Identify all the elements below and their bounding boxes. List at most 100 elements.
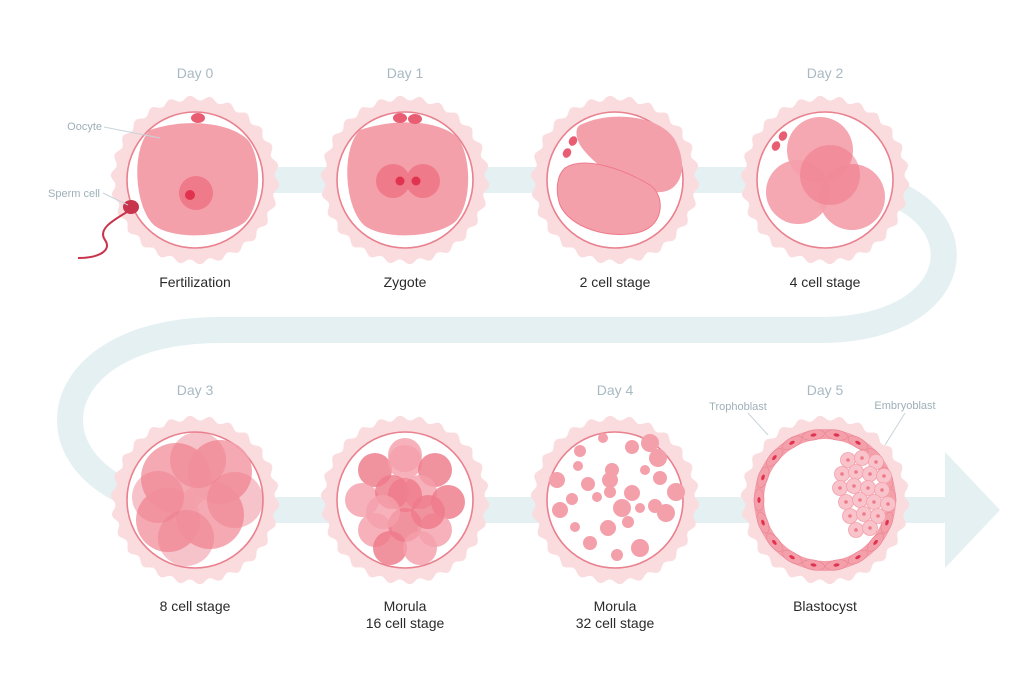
sperm-tail [77,211,128,259]
stage-caption: 4 cell stage [790,274,861,290]
stage-caption: Morula [594,598,637,614]
blastomere [604,486,616,498]
blastocyst-illustration [753,429,897,571]
trophoblast-nucleus [855,555,861,560]
embryoblast-nucleus [838,486,842,490]
blastomere [657,504,675,522]
day-label: Day 2 [807,65,844,81]
blastomere [581,477,595,491]
stage-caption: Blastocyst [793,598,857,614]
blastomere [624,485,640,501]
blastomere [373,531,407,565]
trophoblast-nucleus [789,440,795,445]
blastomere [667,483,685,501]
two-cell-illustration [556,116,683,235]
trophoblast-nucleus [810,563,817,567]
embryoblast-nucleus [854,470,858,474]
blastomere [592,492,602,502]
oocyte-pointer [103,126,161,139]
path-arrowhead [945,452,1000,568]
nucleus-core [185,190,195,200]
stage-caption-sub: 16 cell stage [366,615,445,631]
eight-cell-illustration [132,432,263,566]
stage-caption: 2 cell stage [580,274,651,290]
embryoblast-nucleus [866,486,870,490]
blastomere [549,472,565,488]
embryoblast-nucleus [882,474,886,478]
trophoblast-pointer [747,412,769,436]
trophoblast-nucleus [810,433,817,437]
pronucleus [406,164,440,198]
blastomere [573,461,583,471]
blastomere [649,449,667,467]
embryoblast-nucleus [852,484,856,488]
oocyte-label: Oocyte [67,121,102,133]
pronucleus-core [395,176,405,186]
trophoblast-nucleus [833,433,840,437]
embryoblast-nucleus [868,472,872,476]
blastomere [598,433,608,443]
pronucleus [376,164,410,198]
blastomere [602,472,618,488]
embryoblast-nucleus [872,500,876,504]
stage-caption: 8 cell stage [160,598,231,614]
stage-caption: Morula [384,598,427,614]
day-label: Day 4 [597,382,634,398]
fertilization-illustration: Oocyte Sperm cell [48,113,259,259]
embryoblast-nucleus [846,458,850,462]
day-label: Day 5 [807,382,844,398]
polar-body [408,114,422,124]
stage-caption-sub: 32 cell stage [576,615,655,631]
blastomere [570,522,580,532]
day-label: Day 1 [387,65,424,81]
blastomere [388,438,422,472]
trophoblast-nucleus [757,497,761,503]
blastomere [622,516,634,528]
blastomere [611,549,623,561]
sperm-head [123,200,139,214]
day-label: Day 0 [177,65,214,81]
stage-captions: Fertilization Zygote 2 cell stage 4 cell… [159,274,860,631]
embryoblast-nucleus [886,502,890,506]
embryoblast-nucleus [868,526,872,530]
polar-body [568,136,578,146]
blastomere [631,539,649,557]
polar-body [778,131,788,141]
trophoblast-label: Trophoblast [709,401,767,413]
trophoblast-nucleus [772,455,777,461]
blastomere [574,445,586,457]
trophoblast-nucleus [761,474,765,481]
blastomere [800,145,860,205]
polar-body [771,141,781,151]
zygote-illustration [347,113,469,236]
blastomere [556,162,661,235]
stage-caption: Fertilization [159,274,231,290]
blastomere [132,471,184,523]
polar-body [562,148,572,158]
blastomere [170,432,226,488]
four-cell-illustration [766,117,885,230]
embryoblast-nucleus [876,514,880,518]
blastomere [403,531,437,565]
embryoblast-nucleus [848,514,852,518]
trophoblast-nucleus [761,519,765,526]
polar-body [393,113,407,123]
blastomere [158,510,214,566]
trophoblast-nucleus [873,539,878,545]
embryoblast-nucleus [854,528,858,532]
day-label: Day 3 [177,382,214,398]
blastomere [613,499,631,517]
blastomere [641,434,659,452]
embryoblast-nucleus [860,456,864,460]
development-path [57,167,1000,568]
nucleus [179,176,213,210]
embryoblast-nucleus [874,460,878,464]
blastomere [207,472,263,528]
blastomere [653,471,667,485]
embryoblast-nucleus [862,512,866,516]
blastomere [635,503,645,513]
polar-body [191,113,205,123]
embryoblast-nucleus [840,472,844,476]
morula-16-illustration [345,438,465,565]
trophoblast-nucleus [789,555,795,560]
